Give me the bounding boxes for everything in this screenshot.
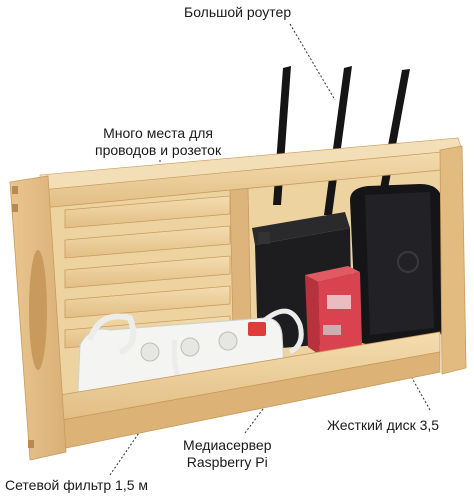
callout-filter-text: Сетевой фильтр 1,5 м: [5, 477, 149, 493]
callout-router: Большой роутер: [184, 4, 291, 21]
callout-media-line2: Raspberry Pi: [186, 454, 268, 470]
callout-filter: Сетевой фильтр 1,5 м: [5, 477, 148, 494]
callout-disk: Жесткий диск 3,5: [327, 417, 439, 434]
box-right-end: [439, 145, 467, 375]
hard-disk: [350, 184, 446, 344]
box-left-end: [9, 175, 67, 461]
raspberry-pi-case: [305, 266, 362, 355]
callout-space-line2: проводов и розеток: [95, 142, 222, 158]
leader-router: [289, 23, 336, 101]
callout-disk-text: Жесткий диск 3,5: [327, 417, 440, 433]
callout-media: Медиасервер Raspberry Pi: [183, 437, 272, 471]
callout-media-line1: Медиасервер: [183, 437, 272, 453]
callout-space: Много места для проводов и розеток: [95, 125, 221, 159]
callout-router-text: Большой роутер: [184, 4, 292, 20]
callout-space-line1: Много места для: [103, 125, 213, 141]
